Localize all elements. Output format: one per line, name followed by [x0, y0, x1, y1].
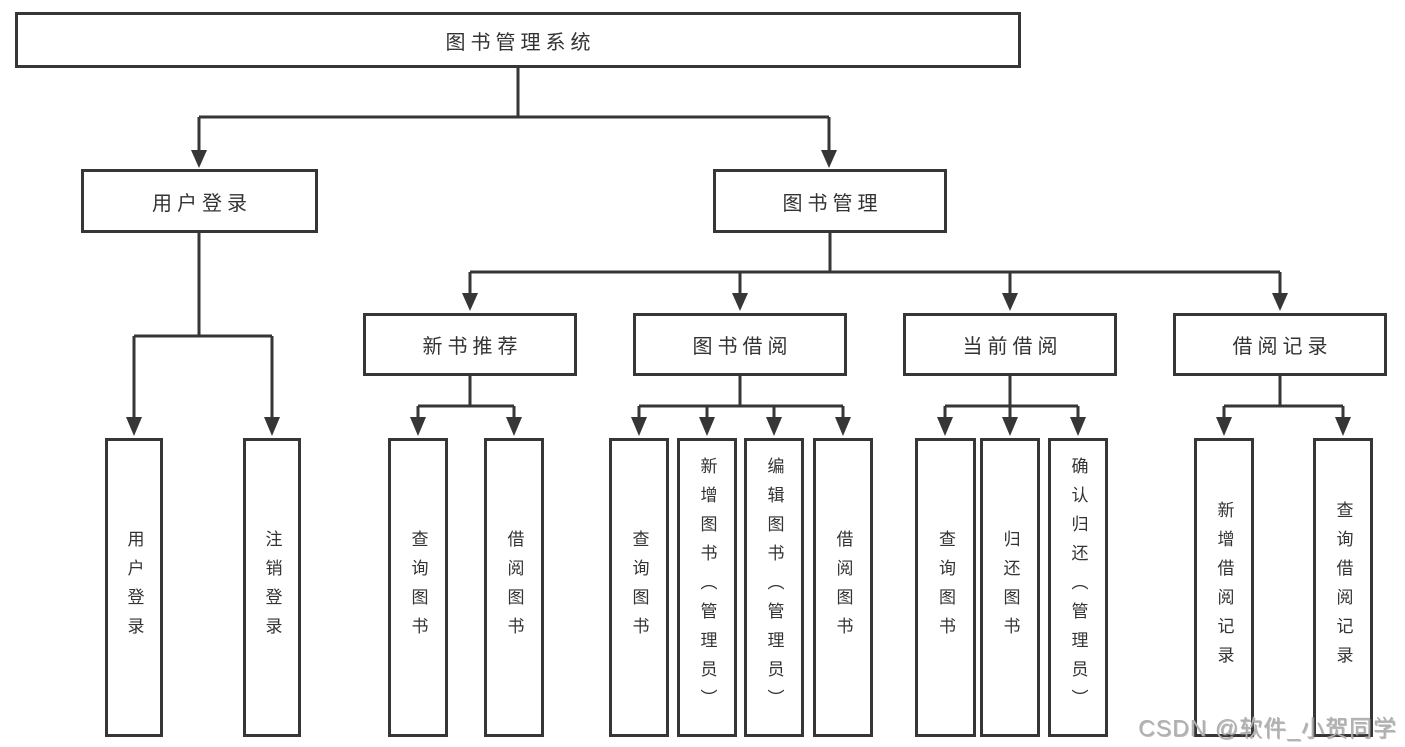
- node-borrow-records: 借阅记录: [1173, 313, 1387, 376]
- node-user-login-label: 用户登录: [152, 192, 252, 215]
- node-new-book-recommend: 新书推荐: [363, 313, 577, 376]
- node-book-management-label: 图书管理: [782, 192, 883, 215]
- csdn-watermark: CSDN @软件_小贺同学: [1138, 715, 1397, 741]
- leaf-bb-edit-books-label: 编辑图书（管理员）: [764, 457, 784, 718]
- node-borrow-records-label: 借阅记录: [1232, 336, 1333, 358]
- node-book-borrow-label: 图书借阅: [692, 336, 793, 358]
- leaf-cb-return-books-label: 归还图书: [1000, 529, 1020, 646]
- leaf-bb-borrow-books-label: 借阅图书: [833, 529, 853, 646]
- node-user-login: 用户登录: [81, 169, 318, 233]
- leaf-cb-query-books-label: 查询图书: [936, 529, 955, 646]
- leaf-user-login-label: 用户登录: [124, 529, 144, 646]
- leaf-cb-confirm-return-label: 确认归还（管理员）: [1068, 457, 1088, 718]
- leaf-bb-edit-books: 编辑图书（管理员）: [744, 438, 804, 737]
- leaf-user-login: 用户登录: [105, 438, 163, 737]
- arrowheads: [126, 150, 1351, 436]
- leaf-br-query-record-label: 查询借阅记录: [1333, 500, 1353, 675]
- leaf-nbr-query-books-label: 查询图书: [408, 529, 428, 646]
- leaf-cb-return-books: 归还图书: [980, 438, 1040, 737]
- node-book-management: 图书管理: [713, 169, 947, 233]
- leaf-nbr-query-books: 查询图书: [388, 438, 448, 737]
- leaf-logout-label: 注销登录: [262, 529, 282, 646]
- leaf-nbr-borrow-books-label: 借阅图书: [504, 529, 524, 646]
- node-root: 图书管理系统: [15, 12, 1021, 68]
- node-book-borrow: 图书借阅: [633, 313, 847, 376]
- leaf-br-add-record: 新增借阅记录: [1194, 438, 1254, 737]
- leaf-bb-query-books: 查询图书: [609, 438, 669, 737]
- leaf-nbr-borrow-books: 借阅图书: [484, 438, 544, 737]
- leaf-bb-add-books: 新增图书（管理员）: [677, 438, 737, 737]
- leaf-bb-query-books-label: 查询图书: [629, 529, 649, 646]
- leaf-br-add-record-label: 新增借阅记录: [1214, 500, 1234, 675]
- leaf-cb-query-books: 查询图书: [915, 438, 976, 737]
- node-new-book-recommend-label: 新书推荐: [422, 336, 523, 358]
- leaf-br-query-record: 查询借阅记录: [1313, 438, 1373, 737]
- leaf-bb-borrow-books: 借阅图书: [813, 438, 873, 737]
- leaf-bb-add-books-label: 新增图书（管理员）: [697, 457, 717, 718]
- leaf-logout: 注销登录: [243, 438, 301, 737]
- leaf-cb-confirm-return: 确认归还（管理员）: [1048, 438, 1108, 737]
- node-current-borrow: 当前借阅: [903, 313, 1117, 376]
- node-root-label: 图书管理系统: [445, 31, 596, 54]
- node-current-borrow-label: 当前借阅: [962, 336, 1063, 358]
